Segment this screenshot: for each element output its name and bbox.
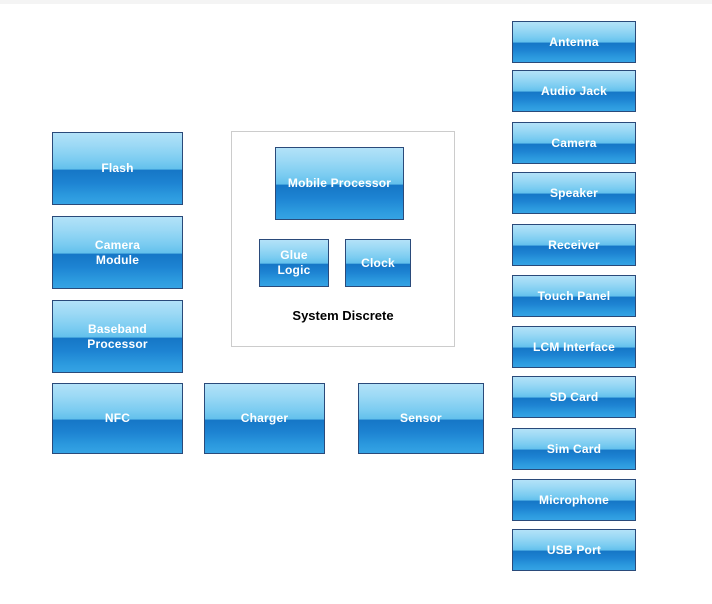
- block-label: Audio Jack: [540, 83, 608, 98]
- block-label: Mobile Processor: [287, 176, 392, 190]
- block-sim-card[interactable]: Sim Card: [512, 428, 636, 470]
- block-receiver[interactable]: Receiver: [512, 224, 636, 266]
- block-label: Camera Module: [94, 237, 141, 267]
- block-sd-card[interactable]: SD Card: [512, 376, 636, 418]
- block-label: SD Card: [549, 389, 599, 404]
- block-label: Glue Logic: [277, 248, 311, 277]
- block-label: Speaker: [549, 185, 599, 200]
- block-label: Charger: [240, 411, 289, 425]
- block-audio-jack[interactable]: Audio Jack: [512, 70, 636, 112]
- block-label: Antenna: [549, 34, 599, 49]
- block-sensor[interactable]: Sensor: [358, 383, 484, 454]
- block-label: Sensor: [400, 411, 442, 425]
- block-label: NFC: [104, 411, 131, 425]
- top-edge-strip: [0, 0, 712, 4]
- block-label: Touch Panel: [537, 288, 611, 303]
- block-speaker[interactable]: Speaker: [512, 172, 636, 214]
- block-nfc[interactable]: NFC: [52, 383, 183, 454]
- block-label: LCM Interface: [533, 339, 615, 354]
- block-usb-port[interactable]: USB Port: [512, 529, 636, 571]
- block-clock[interactable]: Clock: [345, 239, 411, 287]
- block-camera[interactable]: Camera: [512, 122, 636, 164]
- block-label: Baseband Processor: [87, 321, 148, 351]
- system-discrete-group-label: System Discrete: [292, 308, 394, 323]
- block-lcm-interface[interactable]: LCM Interface: [512, 326, 636, 368]
- block-label: Microphone: [539, 492, 609, 507]
- block-antenna[interactable]: Antenna: [512, 21, 636, 63]
- block-label: Clock: [361, 255, 395, 270]
- block-glue-logic[interactable]: Glue Logic: [259, 239, 329, 287]
- block-label: USB Port: [546, 542, 602, 557]
- block-flash[interactable]: Flash: [52, 132, 183, 205]
- block-camera-module[interactable]: Camera Module: [52, 216, 183, 289]
- block-label: Sim Card: [546, 441, 602, 456]
- block-baseband-processor[interactable]: Baseband Processor: [52, 300, 183, 373]
- block-touch-panel[interactable]: Touch Panel: [512, 275, 636, 317]
- block-label: Receiver: [548, 237, 600, 252]
- block-mobile-processor[interactable]: Mobile Processor: [275, 147, 404, 220]
- block-charger[interactable]: Charger: [204, 383, 325, 454]
- block-label: Flash: [101, 161, 134, 175]
- block-microphone[interactable]: Microphone: [512, 479, 636, 521]
- block-label: Camera: [551, 135, 597, 150]
